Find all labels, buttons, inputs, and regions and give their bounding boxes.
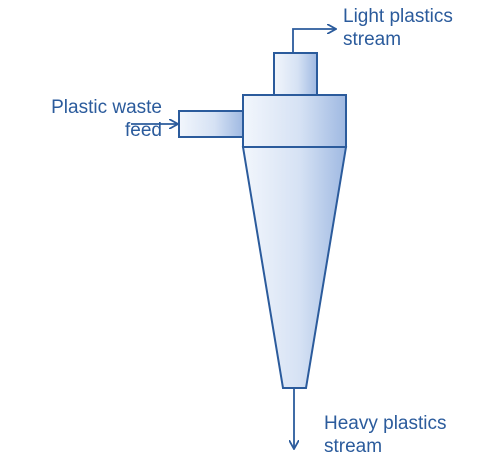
cyclone-cone — [241, 146, 348, 389]
cyclone-cylinder — [242, 94, 347, 148]
plastic-waste-feed-label: Plastic waste feed — [6, 96, 162, 142]
feed-line-1: Plastic waste — [51, 97, 162, 118]
light-stream-line-2: stream — [343, 29, 402, 50]
light-stream-line-1: Light plastics — [343, 6, 453, 27]
heavy-plastics-stream-label: Heavy plastics stream — [324, 412, 447, 458]
light-plastics-stream-label: Light plastics stream — [343, 5, 453, 51]
light-stream-arrow — [292, 29, 335, 53]
overflow-outlet — [273, 52, 318, 96]
feed-inlet-pipe — [178, 110, 244, 138]
heavy-stream-line-1: Heavy plastics — [324, 413, 447, 434]
feed-line-2: feed — [125, 120, 162, 141]
heavy-stream-line-2: stream — [324, 436, 383, 457]
